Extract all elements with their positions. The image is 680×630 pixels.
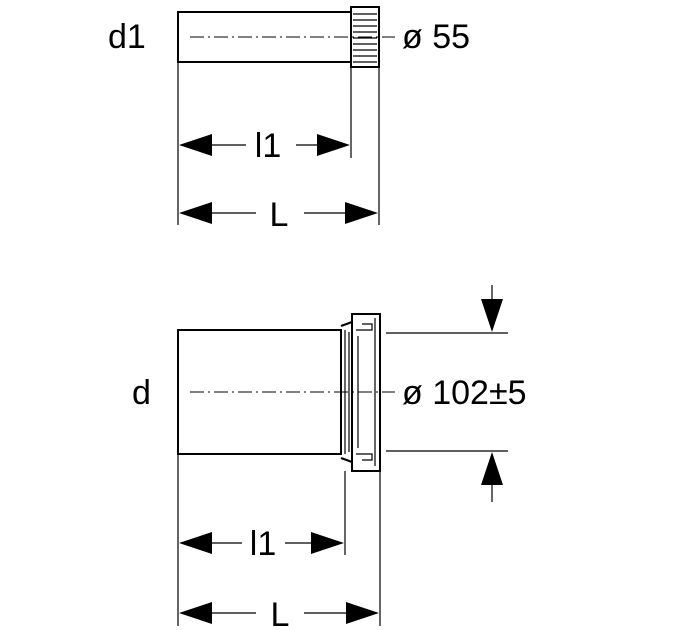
arrow-right-icon [311, 532, 344, 554]
arrow-up-icon [481, 452, 503, 485]
bottom-L-dimension: L [179, 596, 379, 630]
top-L-label: L [270, 196, 289, 234]
top-l1-dimension: l1 [179, 127, 350, 165]
bottom-L-label: L [271, 596, 290, 630]
top-d1-label: d1 [108, 18, 146, 56]
bottom-diameter-label: ø 102±5 [402, 374, 527, 412]
top-thread-collar [350, 6, 380, 68]
bottom-pipe-view: l1 L d ø 102±5 [132, 285, 527, 630]
arrow-left-icon [179, 602, 212, 624]
bottom-l1-dimension: l1 [179, 525, 344, 563]
arrow-right-icon [346, 602, 379, 624]
bottom-seal-collar [340, 313, 381, 472]
top-diameter-label: ø 55 [402, 18, 470, 56]
top-pipe-view: l1 L d1 ø 55 [108, 6, 470, 234]
arrow-left-icon [179, 202, 212, 224]
top-L-dimension: L [179, 196, 378, 234]
bottom-l1-label: l1 [250, 525, 276, 563]
bottom-d-label: d [132, 374, 151, 412]
bottom-diameter-arrows [481, 285, 503, 502]
arrow-left-icon [179, 532, 212, 554]
arrow-left-icon [179, 134, 212, 156]
arrow-down-icon [481, 299, 503, 332]
top-l1-label: l1 [255, 127, 281, 165]
arrow-right-icon [317, 134, 350, 156]
arrow-right-icon [345, 202, 378, 224]
